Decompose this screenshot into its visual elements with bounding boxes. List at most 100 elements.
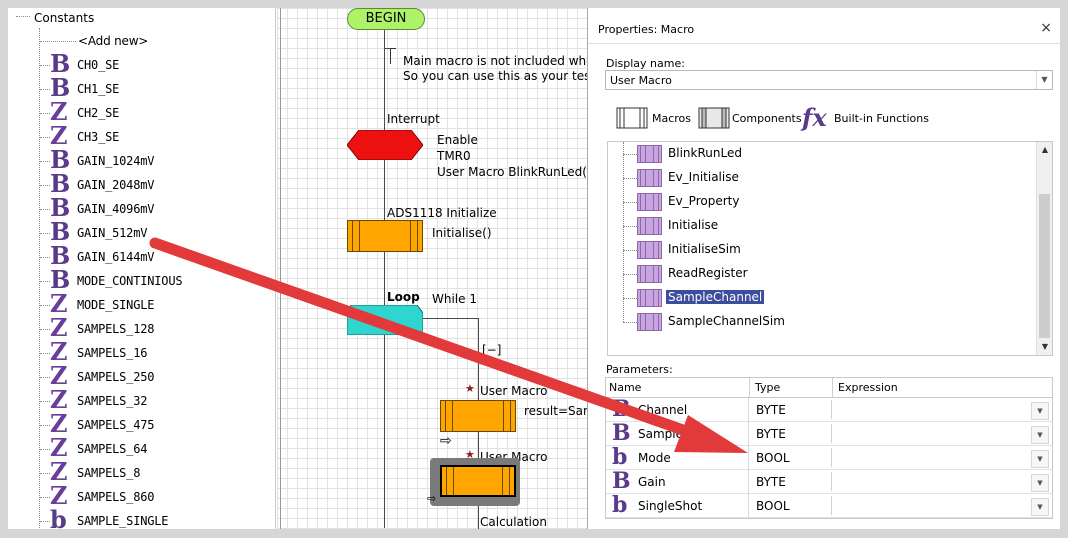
display-name-field[interactable]: User Macro ▼ [605,70,1053,90]
loop-collapse-toggle[interactable]: [−] [482,343,502,357]
tree-item-label: SAMPELS_32 [77,394,148,408]
step-arrow-icon-2: ⇨ [427,492,437,505]
chevron-down-icon[interactable]: ▼ [1036,71,1052,89]
macro-list-item[interactable]: InitialiseSim [623,238,1023,262]
macro-icon [637,193,662,211]
tree-item-label: SAMPELS_250 [77,370,155,384]
col-expression-header[interactable]: Expression [838,381,898,394]
tree-item-label: SAMPELS_475 [77,418,155,432]
scroll-thumb[interactable] [1039,194,1050,338]
comment-block[interactable]: Main macro is not included whe So you ca… [403,54,587,84]
macro-icon [637,217,662,235]
param-type-b-icon: B [612,396,631,422]
type-b-icon: B [50,169,71,198]
user-macro-1-block[interactable] [440,400,516,432]
tree-item-label: GAIN_4096mV [77,202,155,216]
chevron-down-icon[interactable]: ▼ [1031,402,1049,420]
tree-item-label: MODE_SINGLE [77,298,155,312]
loop-icon[interactable] [347,305,423,335]
tree-item-label: CH2_SE [77,106,120,120]
interrupt-label: Interrupt [387,112,440,126]
macro-list-scrollbar[interactable]: ▲ ▼ [1036,142,1052,355]
param-type-b-icon: b [612,492,628,518]
properties-title: Properties: Macro [598,23,695,36]
param-expression-field[interactable]: ▼ [831,496,1051,516]
scroll-up-icon[interactable]: ▲ [1041,145,1049,154]
param-type: BYTE [756,475,786,489]
tab-macros[interactable]: Macros [616,104,694,134]
param-name: Mode [638,451,671,465]
chevron-down-icon[interactable]: ▼ [1031,498,1049,516]
macro-label: InitialiseSim [668,242,741,256]
parameters-header: Name Type Expression [606,378,1052,398]
param-expression-field[interactable]: ▼ [831,424,1051,444]
user-macro-2-block[interactable] [440,465,516,497]
col-name-header[interactable]: Name [609,381,642,394]
chevron-down-icon[interactable]: ▼ [1031,450,1049,468]
param-name: SingleShot [638,499,703,513]
comment-connector [384,48,390,49]
tree-item-label: SAMPLE_SINGLE [77,514,169,528]
param-expression-field[interactable]: ▼ [831,400,1051,420]
tree-add-new[interactable]: <Add new> [40,30,275,54]
tree-item-label: SAMPELS_860 [77,490,155,504]
type-z-icon: Z [50,121,68,150]
type-z-icon: Z [50,337,68,366]
flowchart-canvas[interactable]: BEGIN Main macro is not included whe So … [277,8,587,529]
macro-list-item[interactable]: Ev_Initialise [623,166,1023,190]
macro-list-item[interactable]: BlinkRunLed [623,142,1023,166]
macro-list-item[interactable]: SampleChannel [623,286,1023,310]
tab-components[interactable]: Components [698,104,802,134]
macro-icon [637,169,662,187]
macro-list-item[interactable]: Initialise [623,214,1023,238]
param-expression-field[interactable]: ▼ [831,448,1051,468]
ads-init-macro-block[interactable] [347,220,423,252]
scroll-down-icon[interactable]: ▼ [1041,342,1049,351]
tree-item-label: GAIN_1024mV [77,154,155,168]
macro-list-item[interactable]: SampleChannelSim [623,310,1023,334]
chevron-down-icon[interactable]: ▼ [1031,474,1049,492]
param-expression-field[interactable]: ▼ [831,472,1051,492]
comment-bracket [390,48,396,64]
interrupt-details: Enable TMR0 User Macro BlinkRunLed() [437,132,587,180]
col-type-header[interactable]: Type [755,381,781,394]
macro-list-item[interactable]: Ev_Property [623,190,1023,214]
close-icon[interactable]: × [1040,20,1052,36]
component-block-icon [698,107,730,129]
loop-branch-h [423,318,479,319]
begin-terminator[interactable]: BEGIN [347,8,425,30]
tab-builtin-functions[interactable]: fx Built-in Functions [802,103,932,134]
tree-root-connector [16,16,30,17]
macro-list-item[interactable]: ReadRegister [623,262,1023,286]
interrupt-icon[interactable] [347,130,423,160]
tree-root-constants[interactable]: Constants [34,11,95,25]
chevron-down-icon[interactable]: ▼ [1031,426,1049,444]
